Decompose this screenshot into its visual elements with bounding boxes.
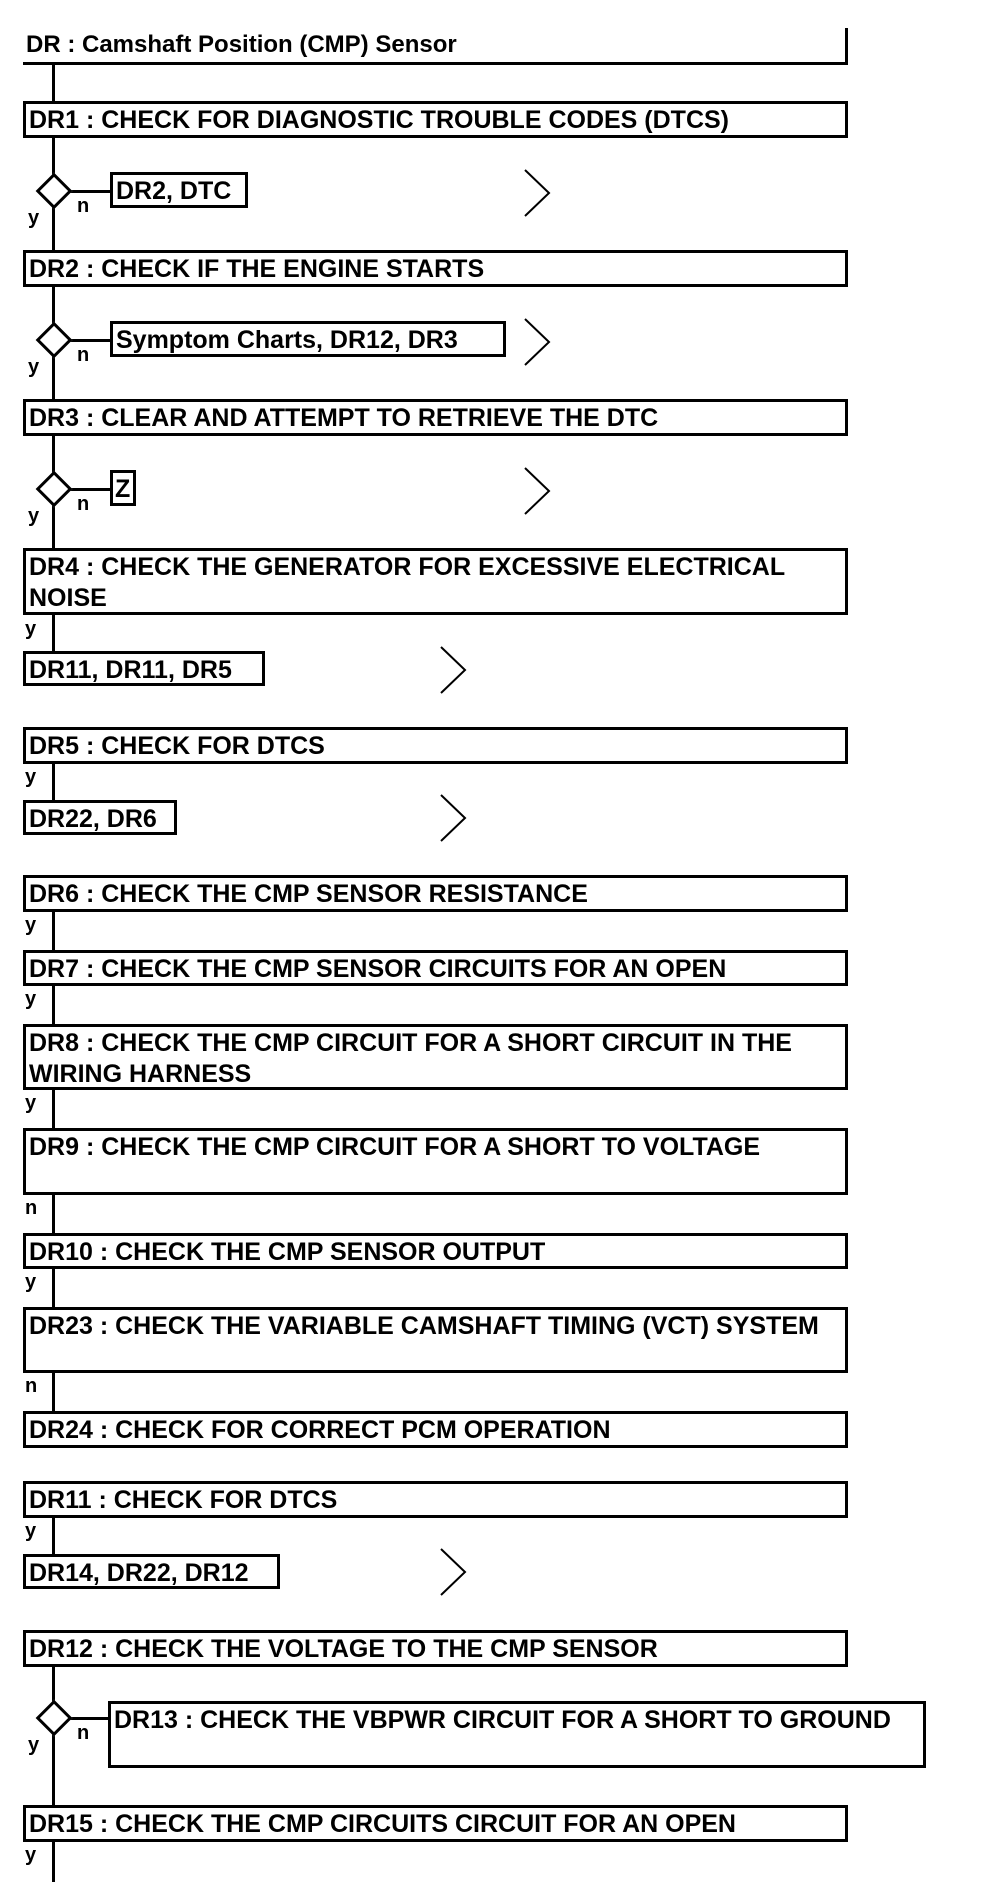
no-label: n [77,195,90,217]
step-dr24[interactable]: DR24 : CHECK FOR CORRECT PCM OPERATION [23,1411,848,1448]
dr2-no-target[interactable]: Symptom Charts, DR12, DR3 [110,321,506,357]
no-label: n [77,493,90,515]
step-dr10[interactable]: DR10 : CHECK THE CMP SENSOR OUTPUT [23,1233,848,1269]
yes-label: y [25,766,37,788]
step-dr7[interactable]: DR7 : CHECK THE CMP SENSOR CIRCUITS FOR … [23,950,848,986]
yes-label: y [25,1520,37,1542]
yes-label: y [28,356,40,378]
chevron-right-icon[interactable] [437,1547,481,1597]
connector [52,910,55,952]
yes-label: y [28,505,40,527]
connector [52,1665,55,1811]
dr11-yes-target[interactable]: DR14, DR22, DR12 [23,1554,280,1589]
step-dr6[interactable]: DR6 : CHECK THE CMP SENSOR RESISTANCE [23,875,848,912]
connector [52,1267,55,1309]
chevron-right-icon[interactable] [521,466,565,516]
dr3-no-target[interactable]: Z [110,470,136,506]
step-dr15[interactable]: DR15 : CHECK THE CMP CIRCUITS CIRCUIT FO… [23,1805,848,1842]
connector [52,1371,55,1413]
decision-diamond-icon [35,1699,73,1737]
no-branch-connector [66,339,112,342]
step-dr23[interactable]: DR23 : CHECK THE VARIABLE CAMSHAFT TIMIN… [23,1307,848,1373]
dr1-no-target[interactable]: DR2, DTC [110,172,248,208]
step-dr3[interactable]: DR3 : CLEAR AND ATTEMPT TO RETRIEVE THE … [23,399,848,436]
yes-label: y [25,914,37,936]
no-branch-connector [66,488,112,491]
no-label: n [25,1375,38,1397]
no-label: n [25,1197,38,1219]
dr-title-box: DR : Camshaft Position (CMP) Sensor [23,28,848,65]
yes-label: y [28,207,40,229]
step-dr9[interactable]: DR9 : CHECK THE CMP CIRCUIT FOR A SHORT … [23,1128,848,1195]
decision-diamond-icon [35,470,73,508]
connector [52,1193,55,1235]
dr4-yes-target[interactable]: DR11, DR11, DR5 [23,651,265,686]
no-label: n [77,1722,90,1744]
connector [52,63,55,101]
step-dr11[interactable]: DR11 : CHECK FOR DTCS [23,1481,848,1518]
yes-label: y [28,1734,40,1756]
step-dr12[interactable]: DR12 : CHECK THE VOLTAGE TO THE CMP SENS… [23,1630,848,1667]
no-label: n [77,344,90,366]
yes-label: y [25,618,37,640]
chevron-right-icon[interactable] [521,317,565,367]
no-branch-connector [66,1717,110,1720]
step-dr4[interactable]: DR4 : CHECK THE GENERATOR FOR EXCESSIVE … [23,548,848,615]
yes-label: y [25,1271,37,1293]
chevron-right-icon[interactable] [437,793,481,843]
decision-diamond-icon [35,172,73,210]
step-dr1[interactable]: DR1 : CHECK FOR DIAGNOSTIC TROUBLE CODES… [23,101,848,138]
connector [52,1088,55,1130]
yes-label: y [25,1092,37,1114]
connector [52,1840,55,1882]
chevron-right-icon[interactable] [521,168,565,218]
dr12-no-target[interactable]: DR13 : CHECK THE VBPWR CIRCUIT FOR A SHO… [108,1701,926,1768]
connector [52,1516,55,1556]
step-dr8[interactable]: DR8 : CHECK THE CMP CIRCUIT FOR A SHORT … [23,1024,848,1090]
chevron-right-icon[interactable] [437,645,481,695]
connector [52,762,55,802]
connector [52,984,55,1026]
yes-label: y [25,988,37,1010]
step-dr2[interactable]: DR2 : CHECK IF THE ENGINE STARTS [23,250,848,287]
decision-diamond-icon [35,321,73,359]
dr5-yes-target[interactable]: DR22, DR6 [23,800,177,835]
step-dr5[interactable]: DR5 : CHECK FOR DTCS [23,727,848,764]
no-branch-connector [66,190,112,193]
yes-label: y [25,1844,37,1866]
connector [52,613,55,653]
